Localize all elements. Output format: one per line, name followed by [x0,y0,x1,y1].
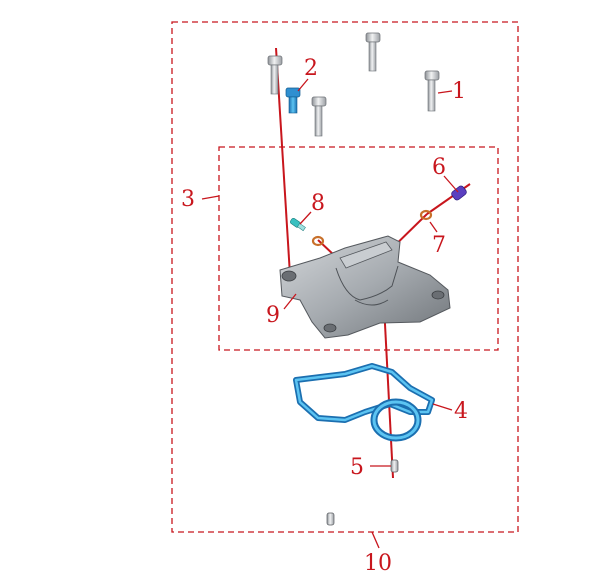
bolt-left [267,55,283,95]
bolt-part-1 [424,70,440,112]
o-ring-small [311,235,325,247]
assembly-boundary-outer [171,21,519,533]
dowel-bottom [326,512,335,526]
callout-6: 6 [432,155,446,180]
callout-3: 3 [181,187,195,212]
bolt-top-center [365,32,381,72]
callout-7: 7 [432,233,446,258]
callout-2: 2 [304,56,318,81]
bolt-middle [311,96,327,137]
callout-5: 5 [350,455,364,480]
o-ring-part-7 [419,209,433,221]
callout-1: 1 [452,79,466,104]
callout-leader-lines [201,78,459,549]
bolt-part-2 [285,87,301,114]
callout-10: 10 [364,551,392,576]
screw-part-8 [289,217,306,232]
housing-part-9 [279,235,451,339]
callout-4: 4 [454,399,468,424]
callout-8: 8 [311,191,325,216]
assembly-boundary-inner [218,146,499,351]
gasket-part-4 [293,363,435,442]
dowel-part-5 [390,459,399,473]
callout-9: 9 [266,303,280,328]
